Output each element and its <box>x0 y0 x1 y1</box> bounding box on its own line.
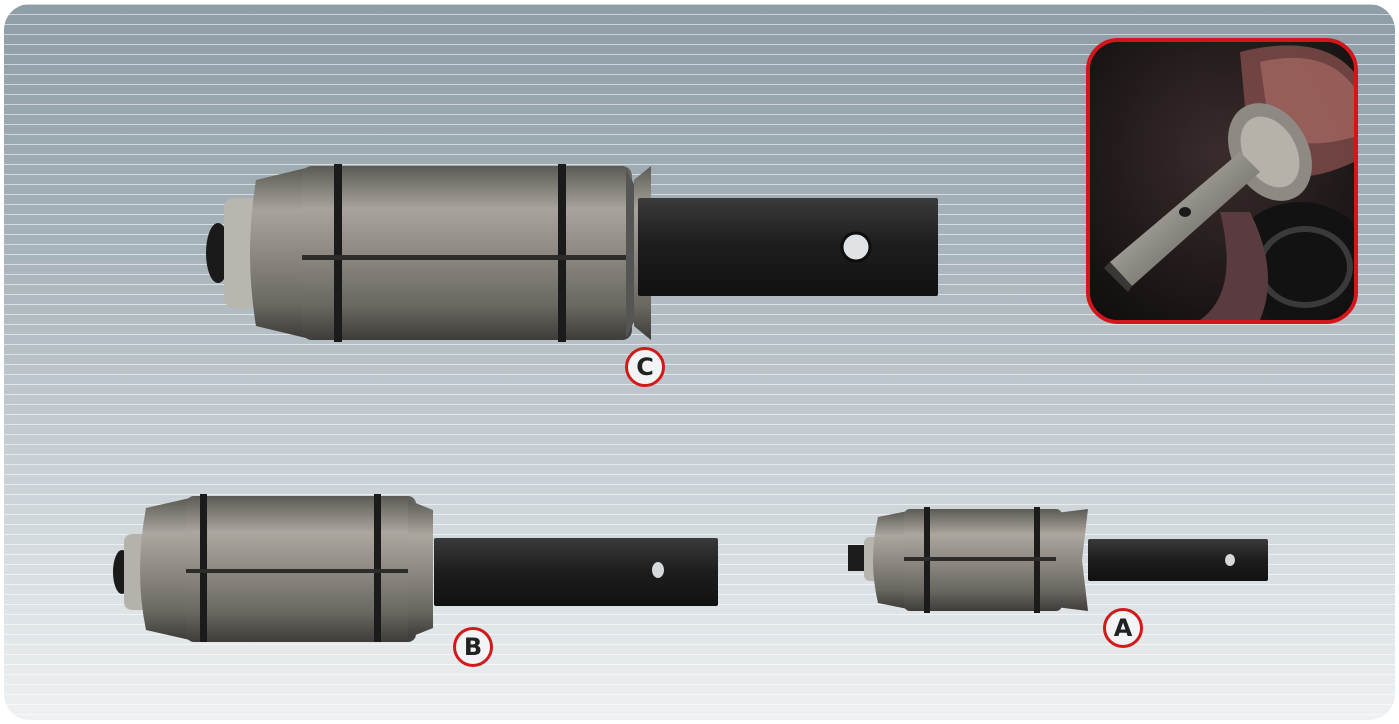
label-badge-b: B <box>453 627 493 667</box>
tool-in-use-photo <box>1090 42 1354 320</box>
pipe-expander-tool-b <box>113 494 718 642</box>
label-badge-a: A <box>1103 608 1143 648</box>
label-badge-c: C <box>625 347 665 387</box>
inset-photo-frame <box>1086 38 1358 324</box>
pipe-expander-tool-a <box>848 507 1268 613</box>
pipe-expander-tool-c <box>206 164 938 342</box>
